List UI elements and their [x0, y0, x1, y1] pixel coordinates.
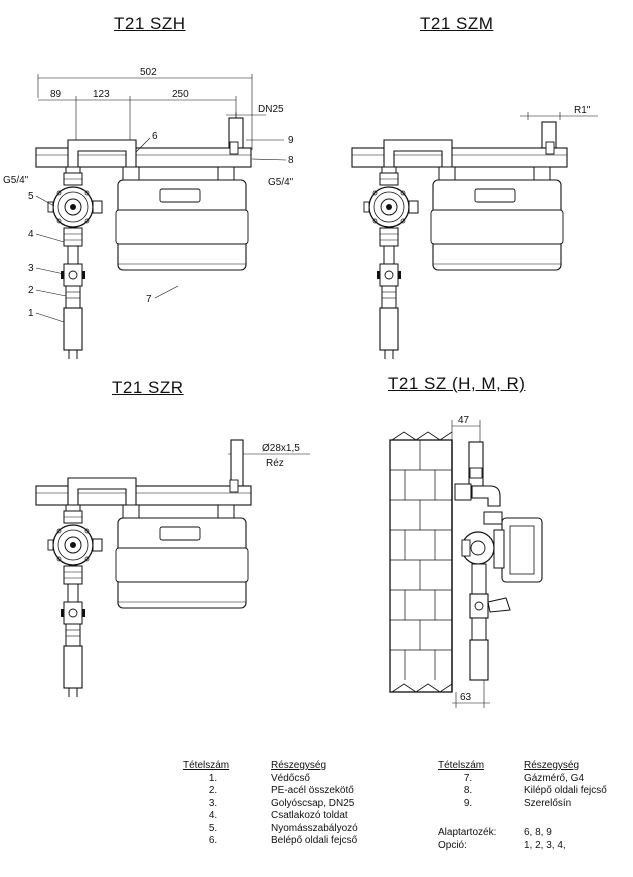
header-part-2: Részegység	[524, 760, 580, 771]
dim-47: 47	[458, 415, 470, 426]
table-row-num: 5.	[208, 822, 218, 834]
table-row-part: Gázmérő, G4	[524, 772, 585, 784]
dim-250: 250	[172, 89, 189, 100]
dim-63: 63	[460, 692, 472, 703]
table-row-part: Kilépő oldali fejcső	[524, 785, 607, 796]
table-row-part: Szerelősín	[524, 797, 572, 809]
dim-89: 89	[50, 89, 62, 100]
header-part: Részegység	[271, 760, 327, 771]
table-row-num: 4.	[208, 810, 218, 821]
callout-6: 6	[152, 131, 158, 142]
table-row-part: Golyóscsap, DN25	[271, 797, 355, 809]
label-g54-left: G5/4"	[3, 175, 29, 186]
callout-1: 1	[28, 308, 34, 319]
table-row-num: 2.	[208, 785, 218, 796]
option-value: 1, 2, 3, 4,	[524, 839, 566, 851]
table-row-num: 6.	[208, 835, 218, 846]
base-value: 6, 8, 9	[524, 827, 552, 838]
table-row-part: Nyomásszabályozó	[271, 822, 358, 834]
drawing-szh: 502 89 123 250 DN25 G5/4" G5/4" 5 4 3 2 …	[3, 67, 294, 360]
dim-material: Réz	[266, 458, 284, 469]
title-sz: T21 SZ (H, M, R)	[388, 374, 526, 393]
callout-7: 7	[146, 294, 152, 305]
title-szm: T21 SZM	[420, 14, 494, 33]
table-row-part: PE-acél összekötő	[271, 785, 354, 796]
callout-2: 2	[28, 285, 34, 296]
drawing-szm: R1"	[351, 105, 598, 360]
dim-r1: R1"	[574, 105, 591, 116]
dim-dn25: DN25	[258, 104, 284, 115]
drawing-sz-side: 47 63	[389, 415, 543, 708]
callout-4: 4	[28, 229, 34, 240]
dim-123: 123	[93, 89, 110, 100]
callout-9: 9	[288, 135, 294, 146]
header-item-number-2: Tételszám	[438, 760, 485, 771]
drawing-szr: Ø28x1,5 Réz	[35, 439, 310, 698]
parts-table: Tételszám 1. 2. 3. 4. 5. 6. Részegység V…	[0, 760, 633, 870]
option-label: Opció:	[438, 839, 467, 851]
header-item-number: Tételszám	[183, 760, 230, 771]
callout-3: 3	[28, 263, 34, 274]
title-szh: T21 SZH	[114, 14, 186, 33]
table-row-part: Védőcső	[271, 772, 310, 784]
table-row-num: 3.	[208, 797, 218, 809]
callout-8: 8	[288, 155, 294, 166]
table-row-num: 7.	[463, 772, 473, 784]
label-g54-right: G5/4"	[268, 177, 294, 188]
callout-5: 5	[28, 191, 34, 202]
dim-pipe: Ø28x1,5	[262, 443, 300, 454]
title-szr: T21 SZR	[112, 378, 184, 397]
base-label: Alaptartozék:	[438, 827, 497, 838]
table-row-num: 9.	[463, 797, 473, 809]
table-row-num: 1.	[208, 772, 218, 784]
table-row-num: 8.	[463, 785, 473, 796]
table-row-part: Csatlakozó toldat	[271, 810, 348, 821]
dim-total: 502	[140, 67, 157, 78]
table-row-part: Belépő oldali fejcső	[271, 835, 358, 846]
